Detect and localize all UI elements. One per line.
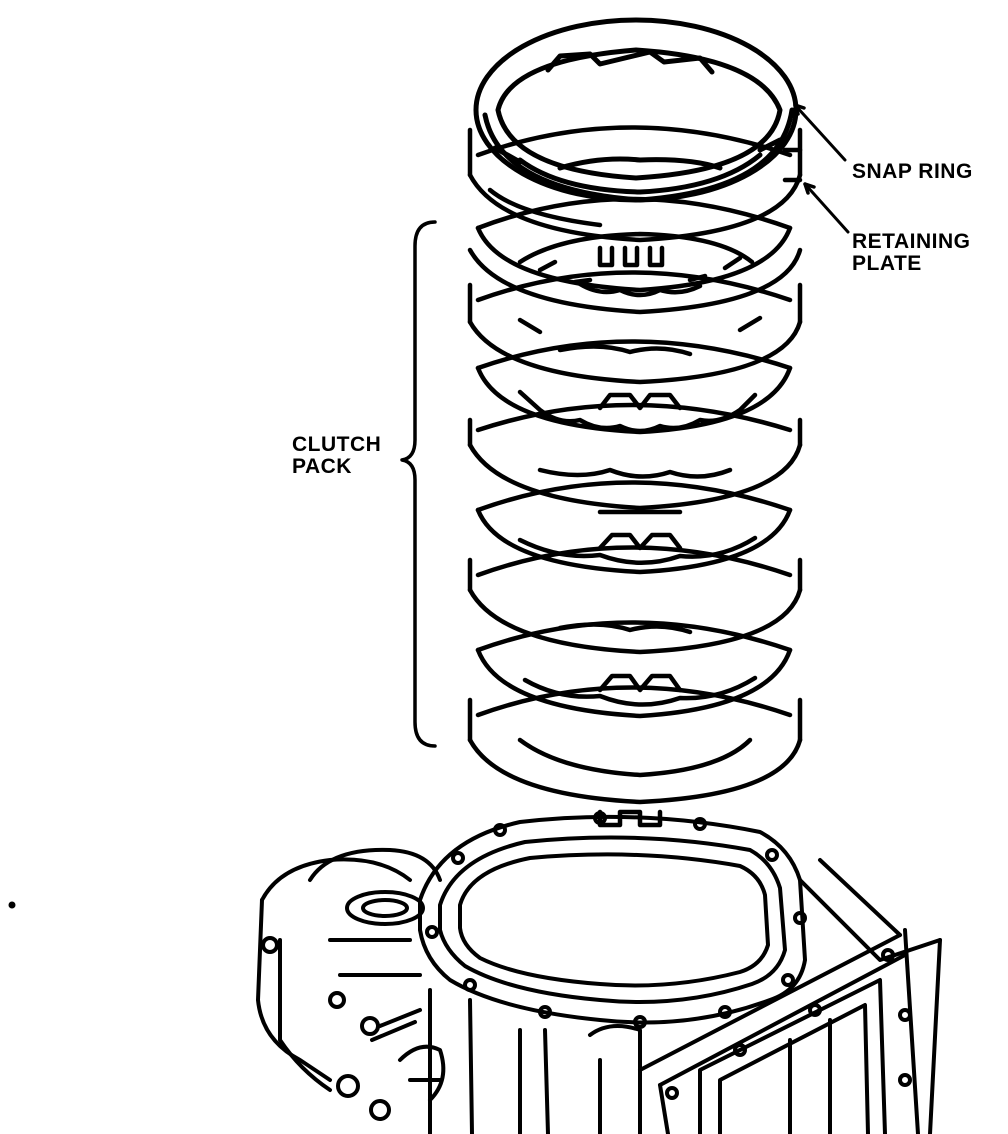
retaining-plate-leader <box>803 182 850 234</box>
clutch-pack <box>467 196 803 828</box>
clutch-pack-label-line1: CLUTCH <box>292 433 382 456</box>
clutch-pack-label-line2: PACK <box>292 455 352 478</box>
snap-ring-arrowhead <box>793 103 806 116</box>
snap-ring-part <box>473 17 799 203</box>
retaining-plate-label-line1: RETAINING <box>852 230 971 253</box>
clutch-pack-label: CLUTCH PACK <box>292 434 381 478</box>
leader-lines <box>793 103 850 234</box>
retaining-plate-label-line2: PLATE <box>852 252 922 275</box>
clutch-pack-brace <box>400 220 437 748</box>
retaining-plate-label: RETAINING PLATE <box>852 231 970 275</box>
retaining-plate-arrowhead <box>803 182 816 195</box>
snap-ring-label: SNAP RING <box>852 161 973 183</box>
clutch-plate-2 <box>467 270 803 385</box>
clutch-plate-3 <box>475 339 793 435</box>
clutch-plate-8 <box>467 685 803 828</box>
snap-ring-label-text: SNAP RING <box>852 160 973 183</box>
clutch-plate-4 <box>467 402 803 515</box>
snap-ring-leader <box>793 103 847 162</box>
transmission-case <box>8 811 942 1134</box>
